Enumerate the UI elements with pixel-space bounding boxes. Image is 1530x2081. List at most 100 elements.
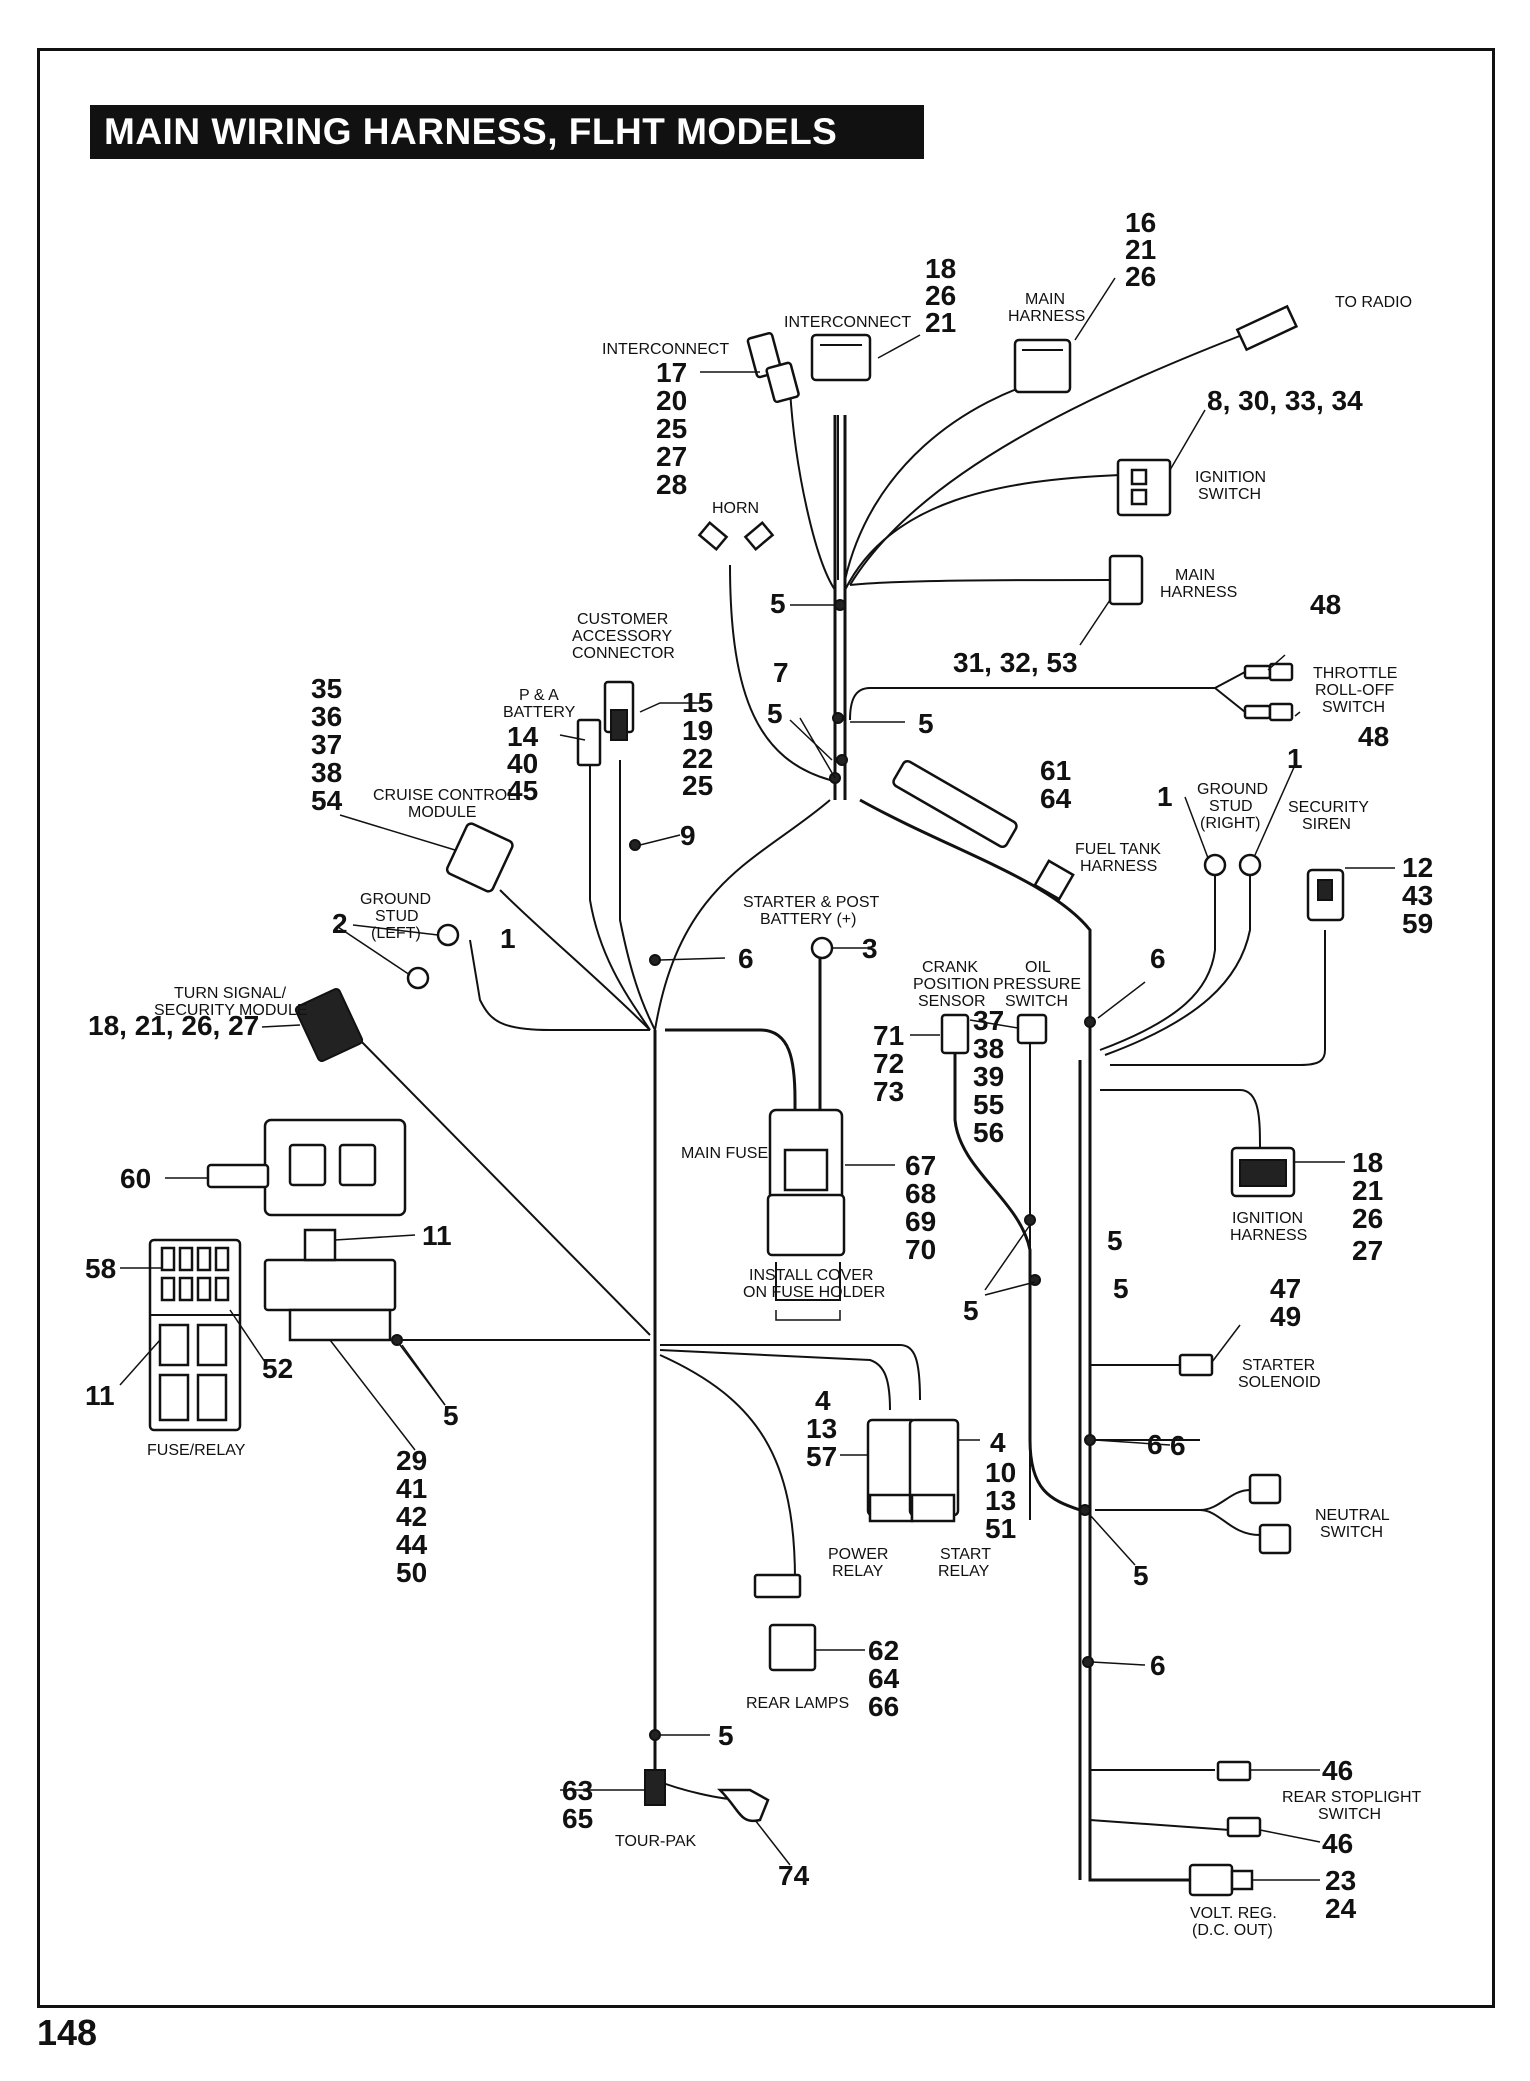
callout-number: 27 <box>656 441 687 472</box>
callout-number: 2 <box>332 908 348 939</box>
fuse-harness-numbers: 29 41 42 44 50 <box>396 1445 428 1588</box>
clip-number: 5 <box>767 698 783 729</box>
callout-number: 56 <box>973 1117 1004 1148</box>
callout-number: 11 <box>85 1380 115 1411</box>
callout-number: 60 <box>120 1163 151 1194</box>
customer-accessory-label: CONNECTOR <box>572 645 675 662</box>
fuel-tank-harness-label: FUEL TANK <box>1075 841 1161 858</box>
crank-sensor-label: SENSOR <box>918 993 986 1010</box>
ground-stud-left-label: STUD <box>375 908 419 925</box>
to-radio-label: TO RADIO <box>1335 294 1412 311</box>
callout-number: 21 <box>925 307 956 338</box>
callout-number: 49 <box>1270 1301 1301 1332</box>
callout-number: 58 <box>85 1253 116 1284</box>
p-and-a-battery-label: BATTERY <box>503 704 576 721</box>
callout-number: 42 <box>396 1501 427 1532</box>
turn-signal-numbers: 18, 21, 26, 27 <box>88 1010 259 1041</box>
callout-number: 13 <box>806 1413 837 1444</box>
oil-pressure-switch <box>1016 1013 1048 1045</box>
rear-lamps-label: REAR LAMPS <box>746 1695 849 1712</box>
ignition-switch-label: SWITCH <box>1198 486 1261 503</box>
rear-stoplight-label: REAR STOPLIGHT <box>1282 1789 1422 1806</box>
callout-number: 4 <box>990 1427 1006 1458</box>
cruise-control-numbers: 35 36 37 38 54 <box>311 673 343 816</box>
clip-number: 6 <box>1170 1430 1186 1461</box>
starter-solenoid-connector <box>1178 1353 1214 1377</box>
clip-number: 7 <box>773 657 789 688</box>
main-fuse-label: MAIN FUSE <box>681 1145 768 1162</box>
fuel-tank-harness <box>892 759 1075 901</box>
interconnect-left-numbers: 17 20 25 27 28 <box>656 357 687 500</box>
callout-number: 22 <box>682 743 713 774</box>
horn-label: HORN <box>712 500 759 517</box>
callout-number: 3 <box>862 933 878 964</box>
start-relay-label: RELAY <box>938 1563 990 1580</box>
ignition-switch-label: IGNITION <box>1195 469 1266 486</box>
turn-signal-security-module <box>294 987 364 1063</box>
security-siren-numbers: 12 43 59 <box>1402 852 1433 939</box>
callout-number: 25 <box>656 413 687 444</box>
callout-number: 50 <box>396 1557 427 1588</box>
callout-number: 20 <box>656 385 687 416</box>
p-and-a-battery-numbers: 14 40 45 <box>507 721 539 806</box>
callout-number: 52 <box>262 1353 293 1384</box>
starter-battery-label: STARTER & POST <box>743 894 880 911</box>
rear-stoplight-switch-connectors <box>1216 1760 1262 1838</box>
throttle-label: SWITCH <box>1322 699 1385 716</box>
callout-number: 11 <box>422 1220 452 1251</box>
callout-number: 48 <box>1310 589 1341 620</box>
callout-number: 24 <box>1325 1893 1357 1924</box>
main-harness-top-numbers: 16 21 26 <box>1125 207 1156 292</box>
main-harness-mid-numbers: 31, 32, 53 <box>953 647 1078 678</box>
callout-number: 68 <box>905 1178 936 1209</box>
cruise-control-module <box>445 822 514 893</box>
interconnect-left-connector <box>746 331 800 404</box>
install-cover-label: ON FUSE HOLDER <box>743 1284 885 1301</box>
interconnect-center-numbers: 18 26 21 <box>925 253 956 338</box>
interconnect-center-connector <box>810 333 872 382</box>
starter-solenoid-label: STARTER <box>1242 1357 1315 1374</box>
callout-number: 16 <box>1125 207 1156 238</box>
ground-stud-right-label: (RIGHT) <box>1200 815 1260 832</box>
clip-number: 5 <box>1113 1273 1129 1304</box>
oil-pressure-label: SWITCH <box>1005 993 1068 1010</box>
customer-accessory-label: CUSTOMER <box>577 611 668 628</box>
oil-pressure-label: OIL <box>1025 959 1051 976</box>
cruise-control-label: MODULE <box>408 804 476 821</box>
callout-number: 69 <box>905 1206 936 1237</box>
clip-number: 6 <box>1150 1650 1166 1681</box>
fuse-relay-block <box>148 1238 242 1432</box>
ignition-harness-label: HARNESS <box>1230 1227 1307 1244</box>
clip-number: 6 <box>738 943 754 974</box>
start-relay <box>908 1418 960 1523</box>
clip-number: 9 <box>680 820 696 851</box>
clip-number: 5 <box>718 1720 734 1751</box>
neutral-switch-label: SWITCH <box>1320 1524 1383 1541</box>
callout-number: 61 <box>1040 755 1071 786</box>
crank-sensor-numbers: 71 72 73 <box>873 1020 904 1107</box>
callout-number: 39 <box>973 1061 1004 1092</box>
rear-lamps-numbers: 62 64 66 <box>868 1635 900 1722</box>
callout-number: 59 <box>1402 908 1433 939</box>
clip-number: 6 <box>1150 943 1166 974</box>
throttle-label: ROLL-OFF <box>1315 682 1394 699</box>
clip-number: 5 <box>1107 1225 1123 1256</box>
start-relay-label: START <box>940 1546 991 1563</box>
tour-pak-label: TOUR-PAK <box>615 1833 697 1850</box>
callout-number: 54 <box>311 785 343 816</box>
crank-position-sensor <box>940 1013 970 1055</box>
callout-number: 1 <box>1157 781 1173 812</box>
volt-reg-label: (D.C. OUT) <box>1192 1922 1273 1939</box>
harness-clips <box>391 599 1096 1741</box>
volt-reg-label: VOLT. REG. <box>1190 1905 1277 1922</box>
callout-number: 28 <box>656 469 687 500</box>
starter-battery-label: BATTERY (+) <box>760 911 856 928</box>
clip-number: 5 <box>918 708 934 739</box>
callout-number: 35 <box>311 673 342 704</box>
main-harness-top-label: HARNESS <box>1008 308 1085 325</box>
callout-number: 48 <box>1358 721 1389 752</box>
install-cover-label: INSTALL COVER <box>749 1267 873 1284</box>
callout-number: 13 <box>985 1485 1016 1516</box>
rear-stoplight-label: SWITCH <box>1318 1806 1381 1823</box>
